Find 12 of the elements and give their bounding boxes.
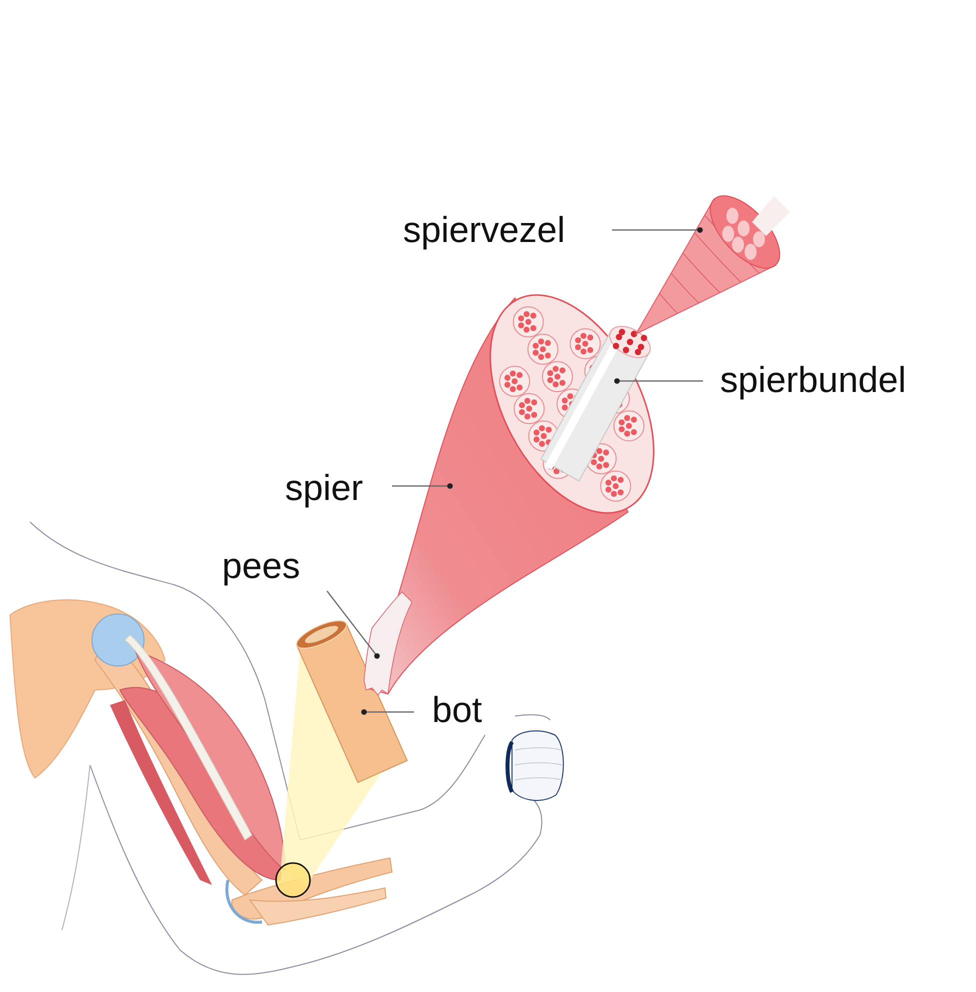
part-label: pees bbox=[222, 548, 300, 584]
leader-line bbox=[361, 709, 414, 715]
leader-line bbox=[612, 227, 703, 233]
part-label: bot bbox=[432, 692, 482, 728]
leader-line bbox=[614, 378, 703, 384]
leader-line bbox=[392, 483, 453, 489]
muscle-bundle-drawing bbox=[540, 326, 651, 482]
muscle-fiber-drawing bbox=[634, 195, 790, 336]
part-label: spierbundel bbox=[720, 362, 906, 398]
leader-line bbox=[326, 590, 380, 659]
part-label: spiervezel bbox=[403, 212, 566, 248]
part-label: spier bbox=[285, 470, 364, 506]
